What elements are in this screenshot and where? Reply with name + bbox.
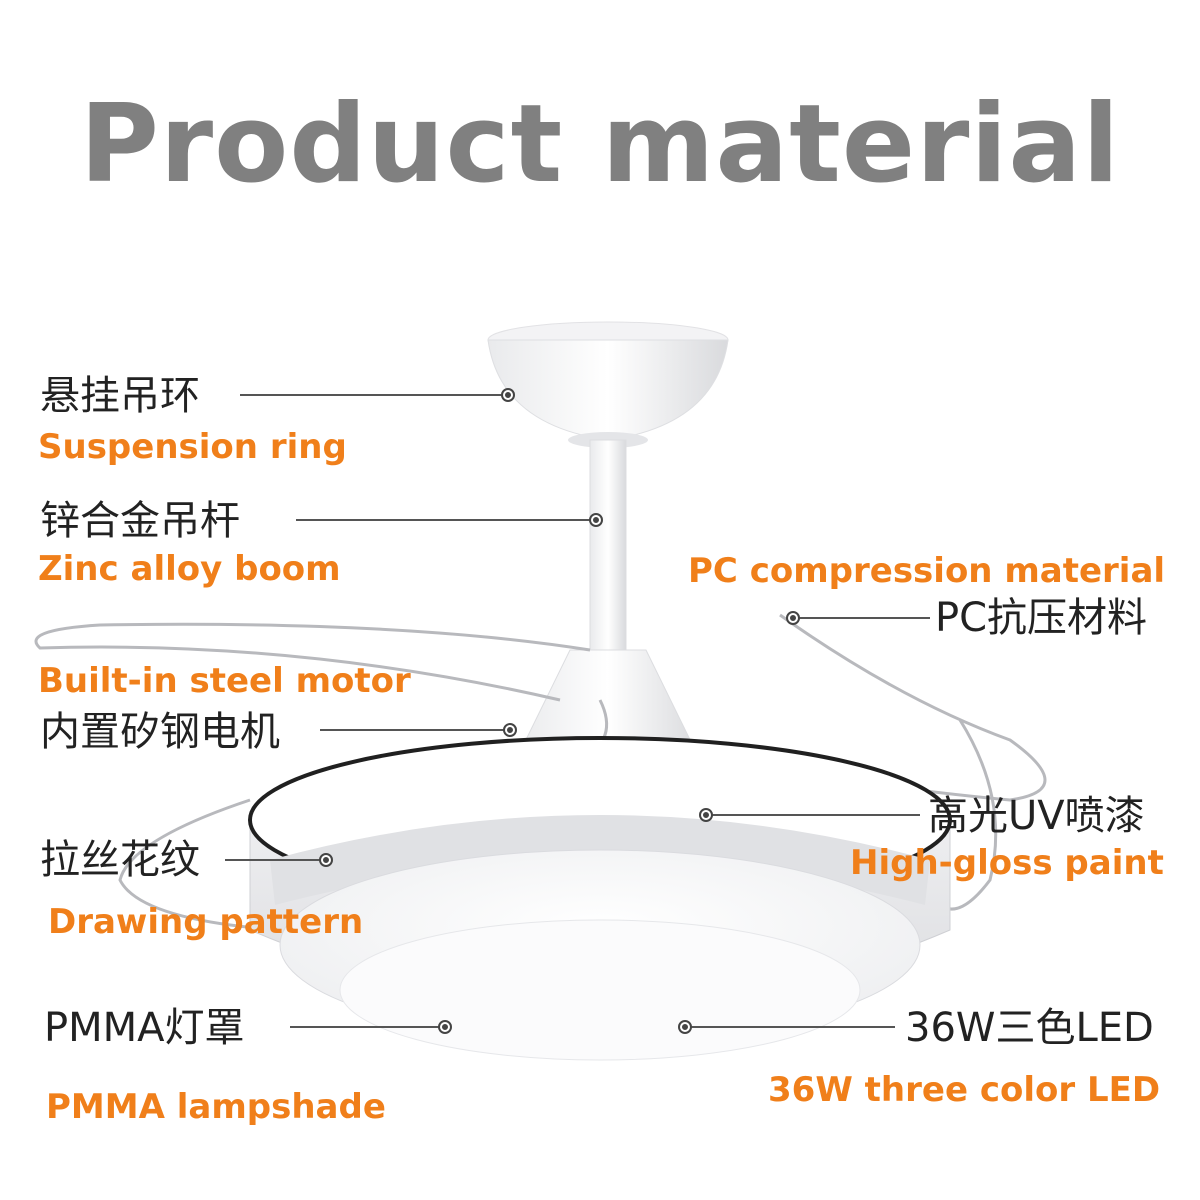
label-pmma-en: PMMA lampshade [46, 1087, 386, 1127]
label-motor-en: Built-in steel motor [38, 661, 411, 701]
canopy [487, 321, 729, 448]
downrod [589, 439, 627, 651]
label-zinc-boom-en: Zinc alloy boom [38, 549, 341, 589]
label-motor-cn: 内置矽钢电机 [40, 709, 280, 755]
label-uv-en: High-gloss paint [850, 843, 1164, 883]
label-led-en: 36W three color LED [768, 1070, 1161, 1110]
leader-lines [225, 394, 930, 1028]
label-pmma-cn: PMMA灯罩 [44, 1005, 245, 1051]
label-uv-cn: 高光UV喷漆 [928, 793, 1145, 839]
fan-blades [34, 613, 1047, 932]
label-led-cn: 36W三色LED [905, 1005, 1154, 1051]
label-pc-cn: PC抗压材料 [935, 595, 1148, 641]
marker-dots [319, 388, 800, 1034]
label-drawing-en: Drawing pattern [48, 902, 364, 942]
label-pc-en: PC compression material [688, 551, 1166, 591]
label-zinc-boom-cn: 锌合金吊杆 [40, 498, 240, 544]
light-body [248, 736, 952, 1061]
label-suspension-ring-cn: 悬挂吊环 [40, 373, 200, 419]
label-drawing-cn: 拉丝花纹 [40, 837, 200, 883]
page-title: Product material [79, 82, 1121, 207]
label-suspension-ring-en: Suspension ring [38, 427, 347, 467]
